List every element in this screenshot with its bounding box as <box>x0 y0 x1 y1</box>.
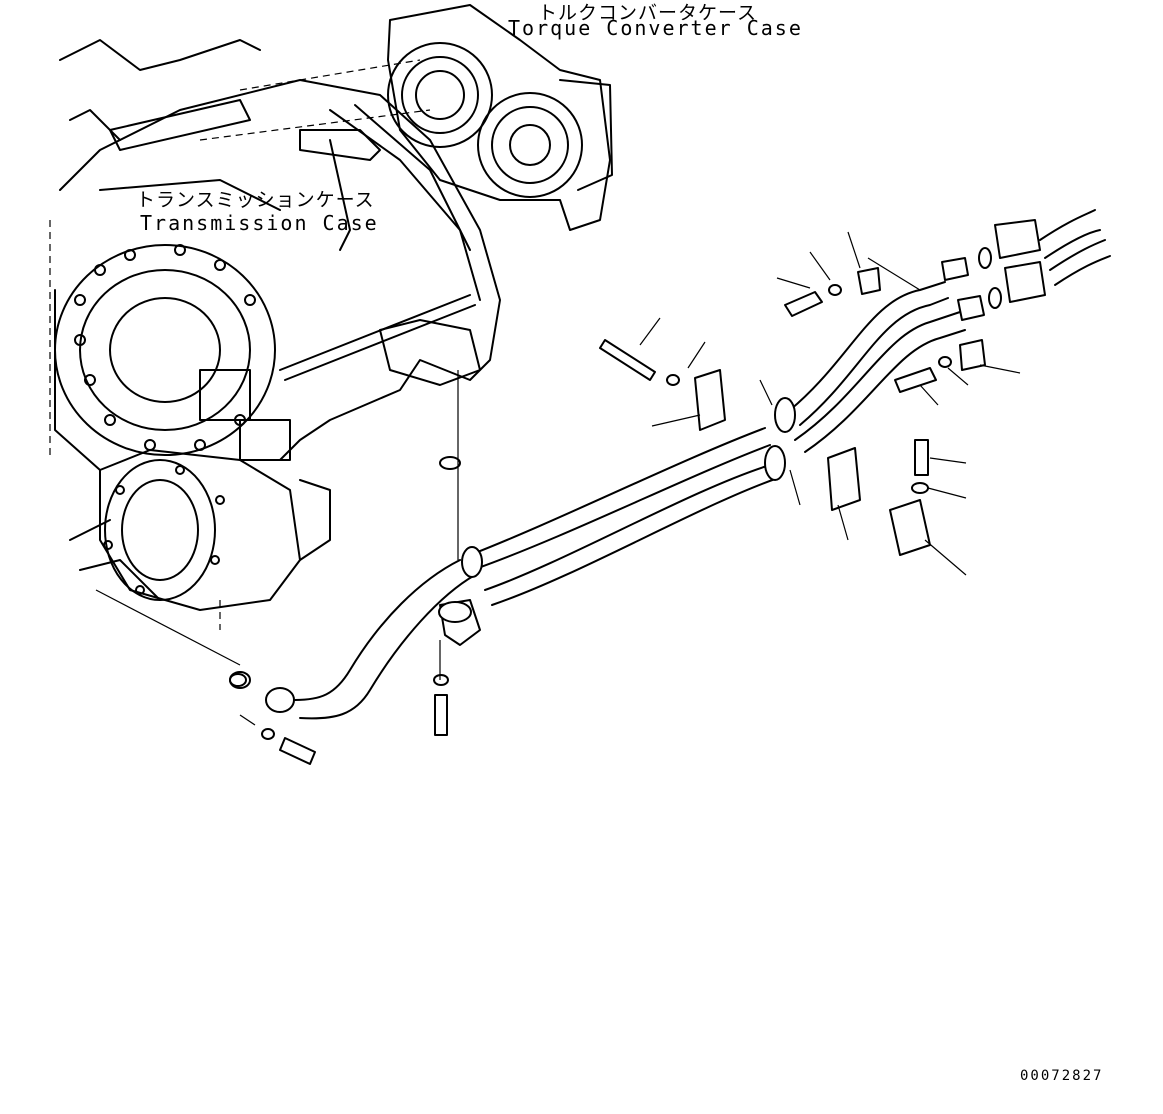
leader-lines <box>95 231 1021 726</box>
small-parts <box>229 219 1046 765</box>
flange-bolts <box>74 244 256 595</box>
torque-converter-case <box>299 4 613 251</box>
torque-converter-case-label-jp: トルクコンバータケース <box>538 2 758 24</box>
transmission-case-label-jp: トランスミッションケース <box>136 189 375 211</box>
drawing-number: 00072827 <box>1020 1068 1104 1084</box>
torque-converter-case-label-en: Torque Converter Case <box>508 16 803 40</box>
transmission-case <box>49 39 501 630</box>
hoses <box>229 209 1111 720</box>
transmission-case-label-en: Transmission Case <box>140 211 379 235</box>
